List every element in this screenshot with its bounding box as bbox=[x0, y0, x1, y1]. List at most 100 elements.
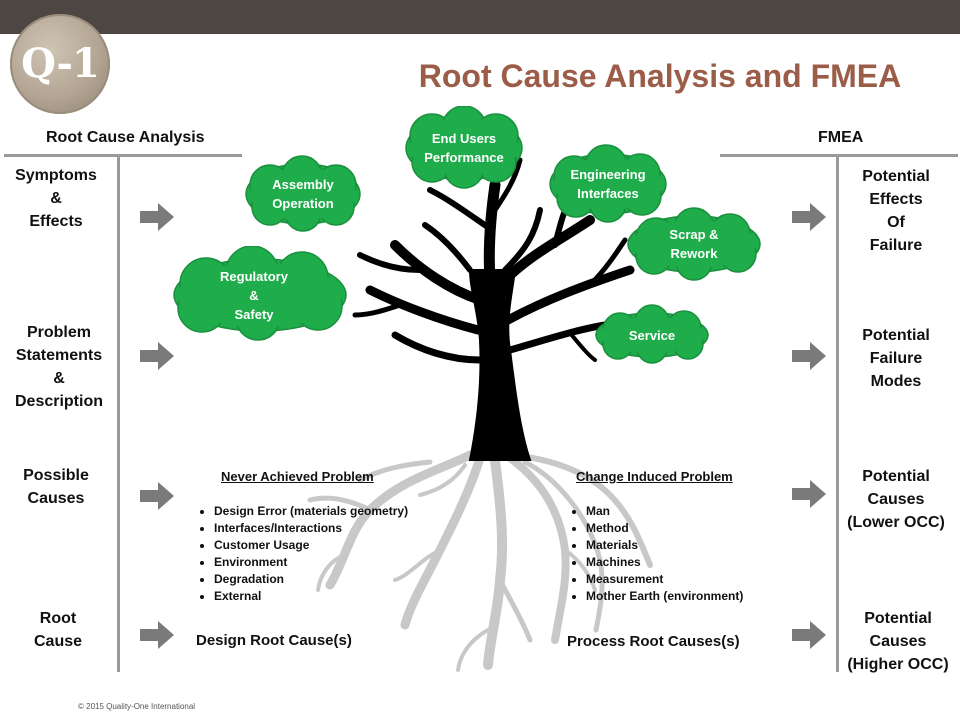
right-label-causes-higher-occ: Potential Causes (Higher OCC) bbox=[844, 607, 952, 676]
cloud-regulatory-safety: Regulatory & Safety bbox=[166, 245, 354, 344]
cloud-text-line: Rework bbox=[670, 246, 718, 261]
label-line: (Lower OCC) bbox=[847, 514, 945, 531]
cloud-engineering-interfaces: Engineering Interfaces bbox=[544, 144, 672, 224]
label-line: Failure bbox=[869, 350, 923, 367]
cloud-shape bbox=[245, 155, 361, 232]
label-line: Root bbox=[39, 610, 77, 627]
arrow-right-icon bbox=[140, 203, 174, 231]
arrow-right-icon bbox=[792, 480, 826, 508]
cloud-text-line: End Users bbox=[431, 131, 497, 146]
arrow-right-icon bbox=[792, 203, 826, 231]
never-achieved-list: Design Error (materials geometry) Interf… bbox=[196, 503, 408, 605]
cloud-shape bbox=[627, 207, 761, 281]
left-vertical-rule bbox=[117, 157, 120, 672]
label-line: Potential bbox=[862, 168, 930, 185]
fmea-header: FMEA bbox=[818, 129, 864, 146]
cloud-shape bbox=[595, 304, 709, 364]
list-item: Mother Earth (environment) bbox=[586, 588, 743, 605]
list-item: Customer Usage bbox=[214, 537, 408, 554]
process-root-causes-label: Process Root Causes(s) bbox=[567, 633, 740, 650]
list-item: Degradation bbox=[214, 571, 408, 588]
right-label-failure-modes: Potential Failure Modes bbox=[844, 324, 948, 393]
cloud-text-block: Service bbox=[590, 304, 714, 366]
design-root-cause-label: Design Root Cause(s) bbox=[196, 632, 352, 649]
cloud-assembly-operation: Assembly Operation bbox=[240, 155, 366, 233]
arrow-right-icon bbox=[140, 482, 174, 510]
label-line: Of bbox=[887, 214, 905, 231]
label-line: Description bbox=[14, 393, 103, 410]
list-item: Method bbox=[586, 520, 743, 537]
label-line: Causes bbox=[27, 490, 85, 507]
tree-trunk bbox=[352, 157, 635, 461]
cloud-shape bbox=[405, 105, 523, 189]
arrow-right-icon bbox=[140, 621, 174, 649]
cloud-text-line: Assembly bbox=[272, 177, 334, 192]
arrow-right-icon bbox=[140, 342, 174, 370]
root-cause-analysis-header: Root Cause Analysis bbox=[46, 129, 205, 146]
left-label-root-cause: Root Cause bbox=[4, 607, 112, 653]
label-line: (Higher OCC) bbox=[847, 656, 949, 673]
label-line: Symptoms bbox=[15, 167, 97, 184]
cloud-text-block: Scrap & Rework bbox=[622, 206, 766, 282]
list-item: Environment bbox=[214, 554, 408, 571]
change-induced-heading: Change Induced Problem bbox=[576, 469, 733, 484]
cloud-text-line: & bbox=[249, 287, 259, 303]
cloud-text-line: Service bbox=[628, 327, 676, 343]
label-line: Failure bbox=[869, 237, 923, 254]
list-item: External bbox=[214, 588, 408, 605]
cloud-text-line: Scrap & bbox=[669, 227, 719, 242]
label-line: Causes bbox=[869, 633, 927, 650]
label-line: Possible bbox=[23, 467, 89, 484]
right-vertical-rule bbox=[836, 157, 839, 672]
label-line: & bbox=[53, 370, 65, 387]
cloud-text-block: Engineering Interfaces bbox=[544, 144, 672, 224]
list-item: Design Error (materials geometry) bbox=[214, 503, 408, 520]
cloud-text-line: Interfaces bbox=[577, 186, 639, 201]
cloud-text-block: Regulatory & Safety bbox=[166, 246, 342, 344]
label-line: Potential bbox=[862, 468, 930, 485]
logo-text: Q-1 bbox=[21, 40, 100, 87]
copyright-notice: © 2015 Quality-One International bbox=[78, 702, 196, 711]
cloud-service: Service bbox=[590, 304, 714, 366]
left-label-problem-statements: Problem Statements & Description bbox=[4, 321, 114, 413]
page-title: Root Cause Analysis and FMEA bbox=[418, 58, 902, 94]
label-line: Statements bbox=[15, 347, 103, 364]
list-item: Man bbox=[586, 503, 743, 520]
cloud-text-block: Assembly Operation bbox=[240, 155, 366, 233]
never-achieved-heading: Never Achieved Problem bbox=[221, 469, 374, 484]
top-bar bbox=[0, 0, 960, 34]
cloud-text-line: Engineering bbox=[570, 167, 646, 182]
cloud-end-users-performance: End Users Performance bbox=[400, 105, 528, 190]
left-label-possible-causes: Possible Causes bbox=[4, 464, 108, 510]
label-line: Modes bbox=[870, 373, 922, 390]
label-line: Problem bbox=[26, 324, 91, 341]
cloud-shape bbox=[549, 144, 667, 223]
arrow-right-icon bbox=[792, 621, 826, 649]
label-line: Potential bbox=[864, 610, 932, 627]
label-line: Cause bbox=[33, 633, 83, 650]
cloud-text-line: Regulatory bbox=[220, 268, 288, 284]
q1-logo: Q-1 bbox=[10, 14, 110, 114]
tree-roots bbox=[307, 450, 653, 672]
right-header-rule bbox=[720, 154, 958, 157]
label-line: Effects bbox=[29, 213, 83, 230]
cloud-text-line: Operation bbox=[272, 196, 334, 211]
list-item: Measurement bbox=[586, 571, 743, 588]
change-induced-list: Man Method Materials Machines Measuremen… bbox=[568, 503, 743, 605]
list-item: Materials bbox=[586, 537, 743, 554]
label-line: Potential bbox=[862, 327, 930, 344]
label-line: Effects bbox=[869, 191, 923, 208]
list-item: Interfaces/Interactions bbox=[214, 520, 408, 537]
right-label-causes-lower-occ: Potential Causes (Lower OCC) bbox=[844, 465, 948, 534]
cloud-shape bbox=[173, 245, 347, 341]
cloud-text-line: Safety bbox=[234, 306, 274, 322]
left-header-rule bbox=[4, 154, 242, 157]
label-line: Causes bbox=[867, 491, 925, 508]
cloud-scrap-rework: Scrap & Rework bbox=[622, 206, 766, 282]
cloud-text-block: End Users Performance bbox=[400, 106, 528, 190]
cloud-text-line: Performance bbox=[424, 150, 504, 165]
right-label-effects-of-failure: Potential Effects Of Failure bbox=[844, 165, 948, 257]
list-item: Machines bbox=[586, 554, 743, 571]
label-line: & bbox=[50, 190, 62, 207]
